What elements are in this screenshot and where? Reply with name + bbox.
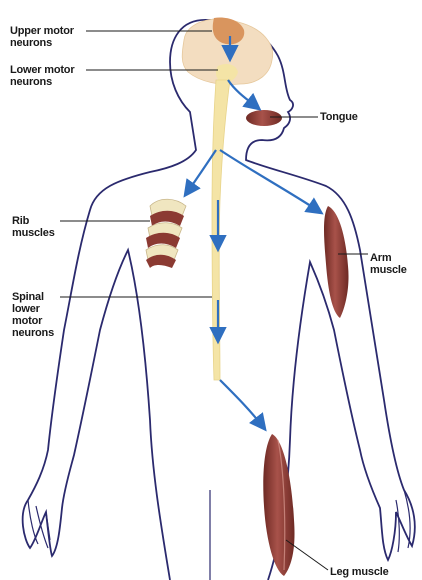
label-leg-muscle: Leg muscle xyxy=(330,566,389,578)
spinal-cord xyxy=(212,80,230,380)
label-upper-motor-neurons: Upper motor neurons xyxy=(10,25,74,49)
label-rib-muscles: Rib muscles xyxy=(12,215,55,239)
body-outline-right xyxy=(209,20,415,580)
label-spinal-lower-motor-neurons: Spinal lower motor neurons xyxy=(12,291,54,339)
right-hand xyxy=(396,490,410,552)
rib-muscles xyxy=(146,199,186,268)
label-arm-muscle: Arm muscle xyxy=(370,252,407,276)
arrow-to-arm xyxy=(220,150,320,212)
neuron-arrows xyxy=(186,36,320,428)
label-lower-motor-neurons: Lower motor neurons xyxy=(10,64,74,88)
label-tongue: Tongue xyxy=(320,111,358,123)
tongue-shape xyxy=(246,110,282,126)
arm-muscle xyxy=(324,206,349,318)
arrow-to-leg xyxy=(220,380,264,428)
